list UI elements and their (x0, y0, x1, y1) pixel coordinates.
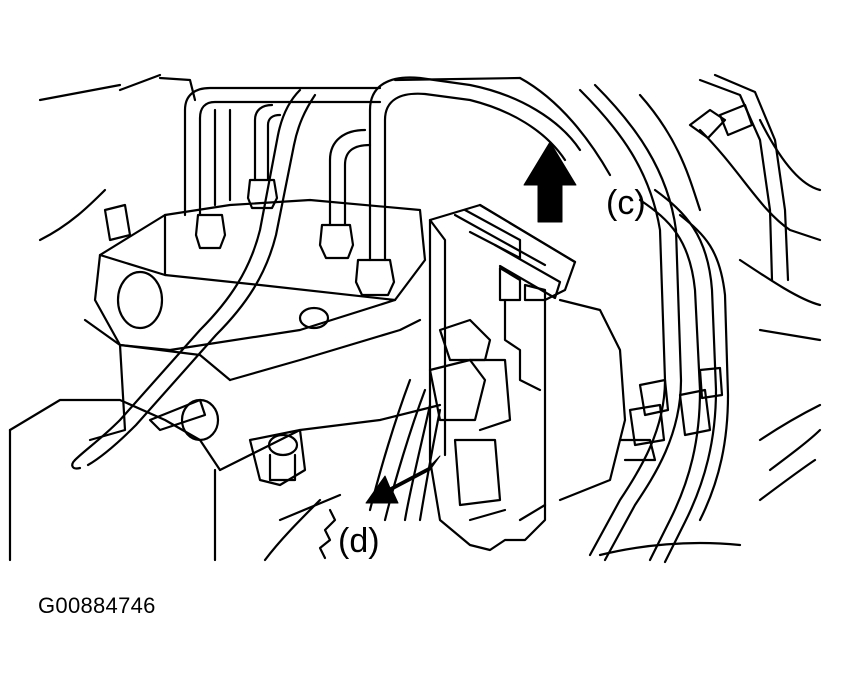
arrow-up-icon (523, 141, 577, 223)
callout-label-d: (d) (338, 522, 380, 560)
actuator-body (8, 198, 442, 562)
figure-code: G00884746 (38, 593, 156, 618)
connector-assembly (368, 203, 627, 552)
callout-label-c: (c) (606, 184, 646, 222)
brake-tubes (71, 76, 582, 522)
right-side-tubes (578, 73, 790, 564)
background-outlines (38, 73, 822, 557)
arrow-down-left-icon (365, 455, 441, 504)
